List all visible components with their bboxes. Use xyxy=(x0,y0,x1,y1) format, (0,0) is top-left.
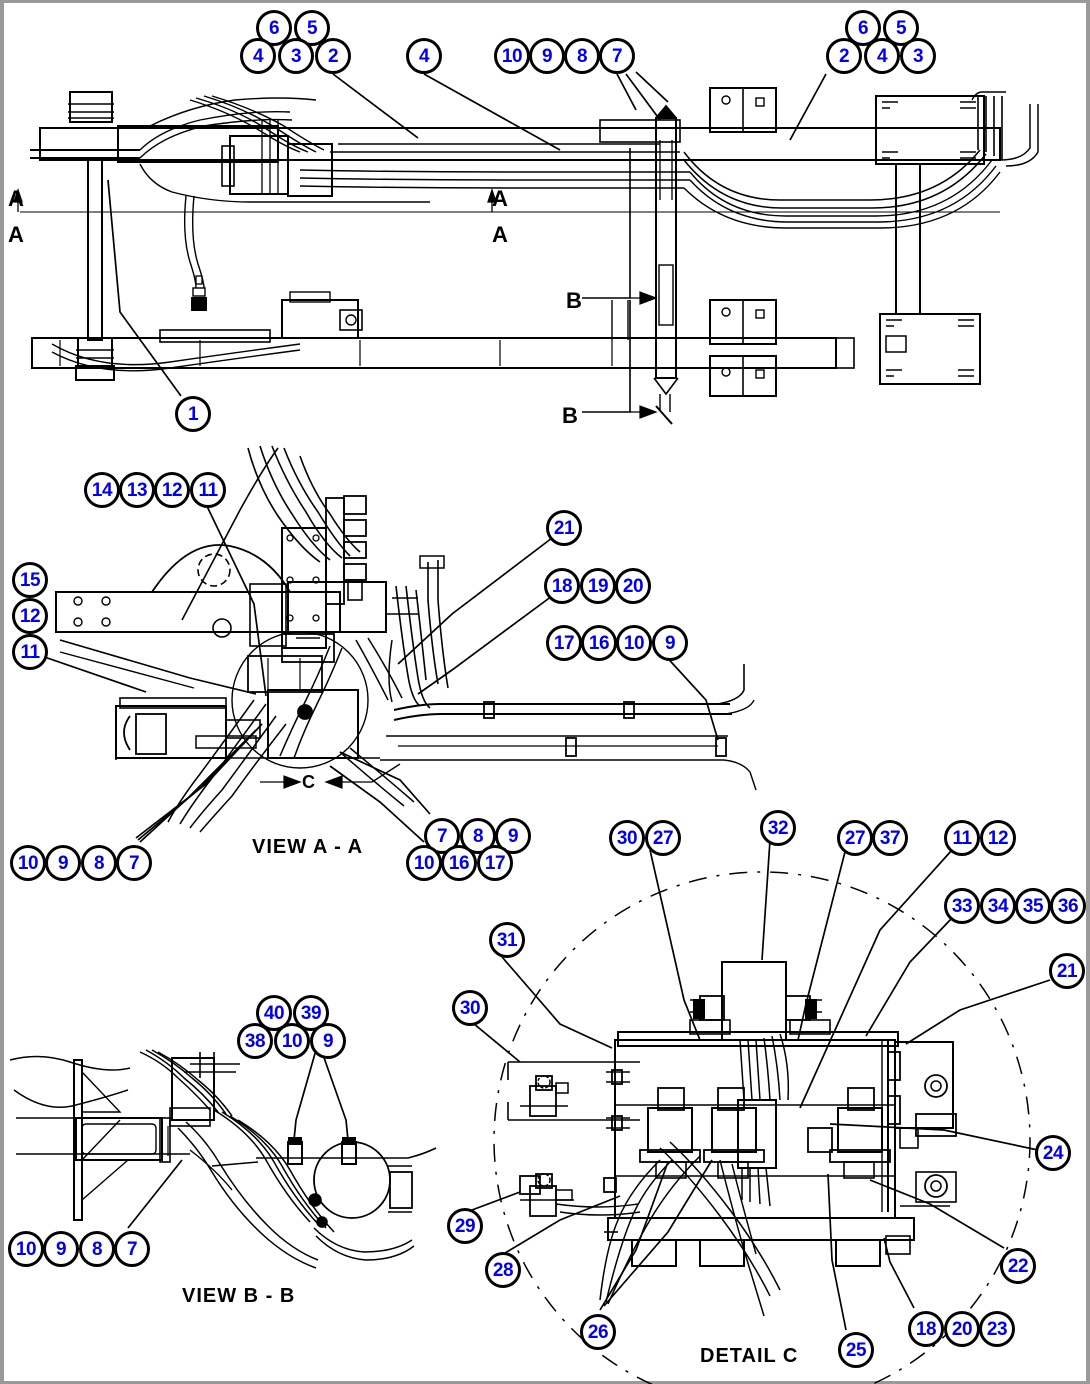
callout-bubble-11[interactable]: 11 xyxy=(190,472,226,508)
callout-bubble-17[interactable]: 17 xyxy=(546,625,582,661)
callout-bubble-37[interactable]: 37 xyxy=(872,820,908,856)
callout-bubble-3[interactable]: 3 xyxy=(900,38,936,74)
callout-bubble-16[interactable]: 16 xyxy=(581,625,617,661)
callout-bubble-10[interactable]: 10 xyxy=(406,845,442,881)
callout-bubble-34[interactable]: 34 xyxy=(980,888,1016,924)
callout-bubble-27[interactable]: 27 xyxy=(645,820,681,856)
callout-bubble-13[interactable]: 13 xyxy=(119,472,155,508)
callout-bubble-30[interactable]: 30 xyxy=(452,990,488,1026)
callout-bubble-9[interactable]: 9 xyxy=(43,1231,79,1267)
callout-bubble-1[interactable]: 1 xyxy=(175,396,211,432)
callout-bubble-2[interactable]: 2 xyxy=(826,38,862,74)
callout-bubble-23[interactable]: 23 xyxy=(979,1311,1015,1347)
callout-bubble-9[interactable]: 9 xyxy=(652,625,688,661)
leader-lines xyxy=(29,71,1051,1331)
callout-bubble-12[interactable]: 12 xyxy=(980,820,1016,856)
page-frame-top xyxy=(0,0,1090,3)
callout-bubble-2[interactable]: 2 xyxy=(315,38,351,74)
callout-bubble-12[interactable]: 12 xyxy=(154,472,190,508)
callout-bubble-9[interactable]: 9 xyxy=(310,1023,346,1059)
callout-bubble-35[interactable]: 35 xyxy=(1015,888,1051,924)
callout-bubble-10[interactable]: 10 xyxy=(8,1231,44,1267)
callout-bubble-14[interactable]: 14 xyxy=(84,472,120,508)
section-marker-a-right-bottom: A xyxy=(492,222,508,247)
callout-bubble-22[interactable]: 22 xyxy=(1000,1248,1036,1284)
view-a-a-drawing xyxy=(55,445,757,833)
callout-bubble-10[interactable]: 10 xyxy=(494,38,530,74)
top-plan-view xyxy=(13,87,1039,425)
callout-bubble-4[interactable]: 4 xyxy=(406,38,442,74)
callout-bubble-25[interactable]: 25 xyxy=(838,1332,874,1368)
callout-bubble-20[interactable]: 20 xyxy=(944,1311,980,1347)
callout-bubble-30[interactable]: 30 xyxy=(609,820,645,856)
callout-bubble-10[interactable]: 10 xyxy=(274,1023,310,1059)
callout-bubble-17[interactable]: 17 xyxy=(477,845,513,881)
callout-bubble-31[interactable]: 31 xyxy=(489,922,525,958)
callout-bubble-7[interactable]: 7 xyxy=(599,38,635,74)
callout-bubble-18[interactable]: 18 xyxy=(908,1311,944,1347)
callout-bubble-32[interactable]: 32 xyxy=(760,810,796,846)
callout-bubble-8[interactable]: 8 xyxy=(81,845,117,881)
view-label-detail-c: DETAIL C xyxy=(700,1345,799,1367)
callout-bubble-26[interactable]: 26 xyxy=(580,1314,616,1350)
callout-bubble-20[interactable]: 20 xyxy=(615,568,651,604)
view-label-b-b: VIEW B - B xyxy=(182,1285,296,1307)
section-marker-a-left-bottom: A xyxy=(8,222,24,247)
callout-bubble-8[interactable]: 8 xyxy=(564,38,600,74)
callout-bubble-19[interactable]: 19 xyxy=(580,568,616,604)
callout-bubble-24[interactable]: 24 xyxy=(1035,1135,1071,1171)
detail-c-drawing xyxy=(493,871,1031,1384)
callout-bubble-38[interactable]: 38 xyxy=(237,1023,273,1059)
callout-bubble-3[interactable]: 3 xyxy=(278,38,314,74)
callout-bubble-15[interactable]: 15 xyxy=(12,562,48,598)
callout-bubble-33[interactable]: 33 xyxy=(944,888,980,924)
callout-bubble-7[interactable]: 7 xyxy=(116,845,152,881)
view-label-a-a: VIEW A - A xyxy=(252,836,364,858)
page-frame-bottom xyxy=(0,1381,1090,1384)
callout-bubble-10[interactable]: 10 xyxy=(10,845,46,881)
callout-bubble-18[interactable]: 18 xyxy=(544,568,580,604)
callout-bubble-16[interactable]: 16 xyxy=(441,845,477,881)
callout-bubble-12[interactable]: 12 xyxy=(12,598,48,634)
callout-bubble-29[interactable]: 29 xyxy=(447,1208,483,1244)
section-marker-a-right-top: A xyxy=(492,186,508,211)
callout-bubble-10[interactable]: 10 xyxy=(616,625,652,661)
section-marker-b-bottom: B xyxy=(562,403,578,428)
callout-bubble-21[interactable]: 21 xyxy=(1049,953,1085,989)
callout-bubble-11[interactable]: 11 xyxy=(12,634,48,670)
callout-bubble-11[interactable]: 11 xyxy=(944,820,980,856)
callout-bubble-9[interactable]: 9 xyxy=(529,38,565,74)
callout-bubble-21[interactable]: 21 xyxy=(546,510,582,546)
callout-bubble-4[interactable]: 4 xyxy=(864,38,900,74)
section-marker-b-top: B xyxy=(566,288,582,313)
callout-bubble-36[interactable]: 36 xyxy=(1050,888,1086,924)
callout-bubble-8[interactable]: 8 xyxy=(79,1231,115,1267)
callout-bubble-9[interactable]: 9 xyxy=(45,845,81,881)
section-marker-c-view-a: C xyxy=(302,772,315,792)
callout-bubble-4[interactable]: 4 xyxy=(240,38,276,74)
section-marker-a-left-top: A xyxy=(8,186,24,211)
view-b-b-drawing xyxy=(9,1049,437,1269)
callout-bubble-27[interactable]: 27 xyxy=(837,820,873,856)
callout-bubble-7[interactable]: 7 xyxy=(114,1231,150,1267)
callout-bubble-28[interactable]: 28 xyxy=(485,1252,521,1288)
